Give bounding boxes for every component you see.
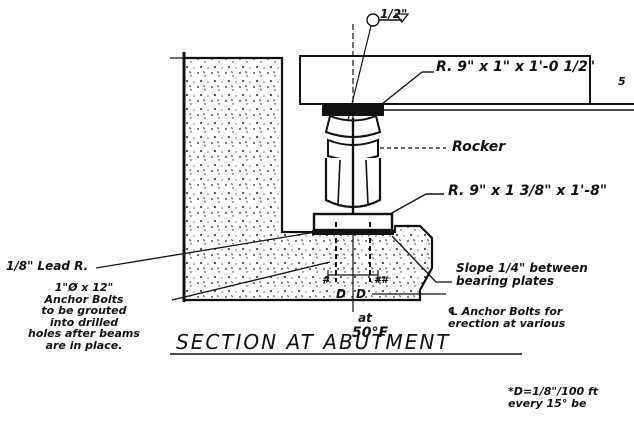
slope-marker-circle: [366, 13, 380, 27]
slope-marker-triangle: [394, 13, 410, 24]
rocker-label: Rocker: [452, 139, 506, 155]
lead-plate-label: 1/8" Lead R.: [6, 259, 89, 273]
leader-top-plate: [381, 71, 423, 105]
leader-anchor-bolt: [171, 261, 331, 301]
anchor-bolts-for-note: ℄ Anchor Bolts for erection at various: [448, 305, 566, 330]
tilt-line: [347, 21, 373, 121]
temperature-note: at: [358, 311, 372, 325]
dim-note-right: ##: [374, 275, 388, 286]
leader-bottom-plate: [389, 193, 427, 215]
bottom-bearing-plate: [312, 212, 394, 232]
temperature-value: 50°F: [352, 325, 389, 341]
dim-d1: D: [336, 287, 346, 301]
dim-d2: D: [356, 287, 366, 301]
beam-end: [299, 55, 591, 105]
top-plate-suffix: 5: [618, 75, 626, 88]
slope-marker-label: 1/2": [380, 7, 408, 21]
dim-note-left: #: [322, 275, 329, 286]
slope-note: Slope 1/4" between bearing plates: [456, 261, 588, 288]
footnote: *D=1/8"/100 ft every 15° be: [508, 385, 599, 410]
leader-slope: [391, 235, 437, 283]
top-plate-label: R. 9" x 1" x 1'-0 1/2": [436, 59, 596, 75]
anchor-bolt-note: 1"Ø x 12" Anchor Bolts to be grouted int…: [28, 281, 140, 352]
bottom-plate-label: R. 9" x 1 3/8" x 1'-8": [448, 183, 608, 199]
leader-lead-plate: [95, 231, 317, 269]
drawing-title: SECTION AT ABUTMENT: [176, 330, 451, 354]
